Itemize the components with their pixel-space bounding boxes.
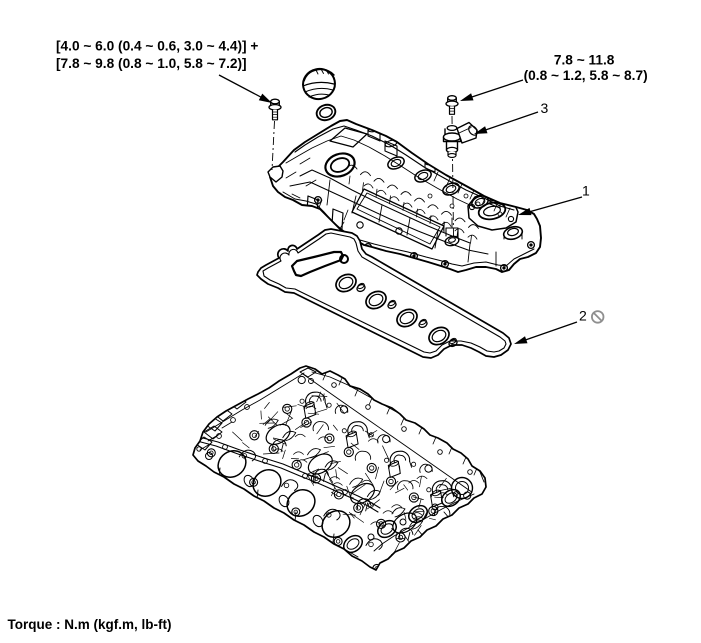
- svg-text:7.8 ~ 11.8: 7.8 ~ 11.8: [554, 52, 615, 67]
- svg-text:2: 2: [579, 308, 587, 324]
- svg-text:[4.0 ~ 6.0 (0.4 ~ 0.6, 3.0 ~ 4: [4.0 ~ 6.0 (0.4 ~ 0.6, 3.0 ~ 4.4)] +: [56, 38, 258, 53]
- svg-text:1: 1: [582, 182, 590, 198]
- svg-text:[7.8 ~ 9.8 (0.8 ~ 1.0, 5.8 ~ 7: [7.8 ~ 9.8 (0.8 ~ 1.0, 5.8 ~ 7.2)]: [56, 56, 247, 71]
- svg-text:3: 3: [541, 100, 549, 116]
- svg-text:(0.8 ~ 1.2, 5.8 ~ 8.7): (0.8 ~ 1.2, 5.8 ~ 8.7): [524, 68, 648, 83]
- svg-text:Torque : N.m (kgf.m, lb-ft): Torque : N.m (kgf.m, lb-ft): [8, 617, 172, 632]
